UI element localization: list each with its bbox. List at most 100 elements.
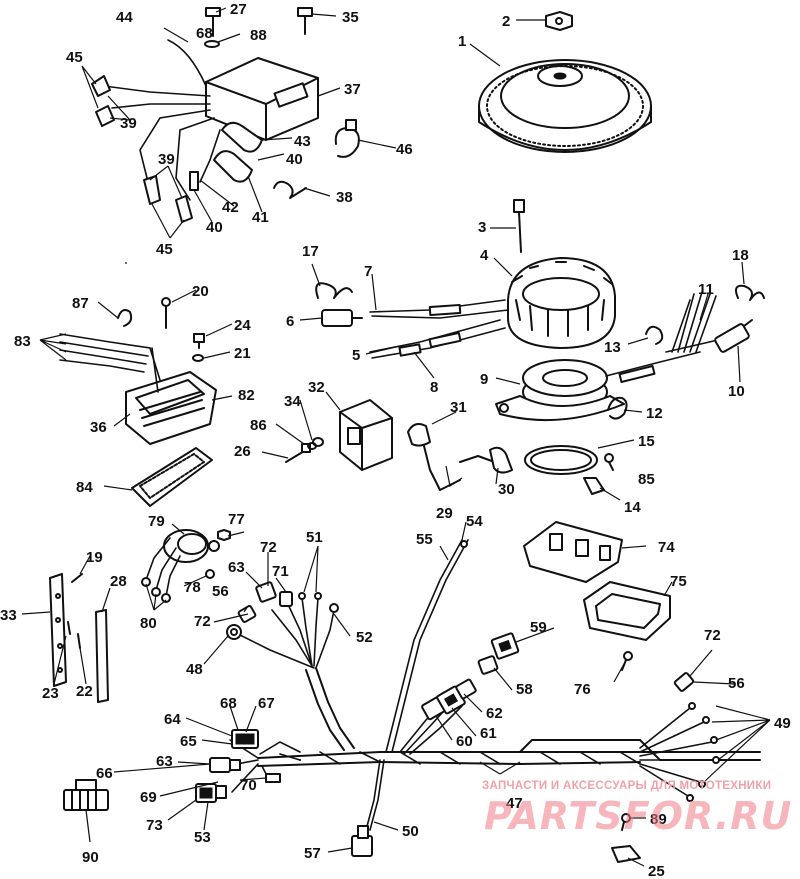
callout-25: 25 xyxy=(648,863,665,879)
callout-87: 87 xyxy=(72,295,89,312)
callout-23: 23 xyxy=(42,685,59,702)
callout-56b: 56 xyxy=(728,675,745,692)
connector-62-part xyxy=(455,678,477,700)
clamp-46-part xyxy=(334,119,360,158)
callout-15: 15 xyxy=(638,433,655,450)
connector-63b-part xyxy=(209,757,241,773)
sender-90-part xyxy=(63,779,109,811)
ht-lead-30-part xyxy=(459,446,513,474)
callout-49: 49 xyxy=(774,715,791,732)
callout-37: 37 xyxy=(344,81,361,98)
terminal-52-part xyxy=(329,603,339,613)
callout-19: 19 xyxy=(86,549,103,566)
callout-74: 74 xyxy=(658,539,675,556)
clip-12-part xyxy=(607,396,628,420)
callout-36: 36 xyxy=(90,419,107,436)
clamp-25-part xyxy=(611,845,641,863)
upper-branch-part xyxy=(237,597,355,751)
callout-2: 2 xyxy=(502,13,510,30)
callout-59: 59 xyxy=(530,619,547,636)
callout-80: 80 xyxy=(140,615,157,632)
power-pack-part xyxy=(205,57,319,141)
callout-40a: 40 xyxy=(286,151,303,168)
callout-4: 4 xyxy=(480,247,489,264)
ring-terminal-48-part xyxy=(226,624,242,640)
callout-48: 48 xyxy=(186,661,203,678)
stator-leads xyxy=(369,299,509,359)
screw-26-part xyxy=(285,443,311,463)
callout-14: 14 xyxy=(624,499,641,516)
ht-lead-31-part xyxy=(407,423,461,491)
screw-89-part xyxy=(621,813,631,831)
callout-21: 21 xyxy=(234,345,251,362)
washer-34-part xyxy=(312,437,324,447)
rectifier-part xyxy=(125,371,217,445)
callout-55: 55 xyxy=(416,531,433,548)
branch-54-part xyxy=(385,539,469,753)
connector-73-part xyxy=(195,783,227,803)
callout-79: 79 xyxy=(148,513,165,530)
washer-21-part xyxy=(192,354,204,362)
spark-plug-leads xyxy=(91,75,193,223)
callout-72c: 72 xyxy=(704,627,721,644)
callout-88: 88 xyxy=(250,27,267,44)
callout-70: 70 xyxy=(240,777,257,794)
clip-13-part xyxy=(645,325,664,345)
screw-20-part xyxy=(161,297,171,329)
callout-32: 32 xyxy=(308,379,325,396)
callout-63a: 63 xyxy=(228,559,245,576)
callout-39a: 39 xyxy=(120,115,137,132)
terminal-42-part xyxy=(189,171,199,191)
callout-30: 30 xyxy=(498,481,515,498)
power-pack-wires xyxy=(103,39,221,201)
washer-88-part xyxy=(204,40,220,48)
callout-8: 8 xyxy=(430,379,438,396)
callout-54: 54 xyxy=(466,513,483,530)
timer-cable-part xyxy=(605,351,701,383)
stator-part xyxy=(507,257,616,349)
callout-76: 76 xyxy=(574,681,591,698)
callout-41: 41 xyxy=(252,209,269,226)
callout-57: 57 xyxy=(304,845,321,862)
callout-73: 73 xyxy=(146,817,163,834)
callout-68b: 68 xyxy=(196,25,213,42)
callout-39b: 39 xyxy=(158,151,175,168)
callout-42: 42 xyxy=(222,199,239,216)
screw-85-part xyxy=(604,453,614,471)
callout-28: 28 xyxy=(110,573,127,590)
screw-76-part xyxy=(621,651,633,671)
callout-86: 86 xyxy=(250,417,267,434)
callout-29: 29 xyxy=(436,505,453,522)
loom-11-part xyxy=(665,291,719,353)
retainer-ring-part xyxy=(524,445,598,475)
callout-6: 6 xyxy=(286,313,294,330)
callout-45a: 45 xyxy=(66,49,83,66)
terminal-strip-33-part xyxy=(49,573,67,687)
spring-clip-38-part xyxy=(273,180,307,199)
callout-34: 34 xyxy=(284,393,301,410)
connector-61-part xyxy=(436,685,466,715)
callout-50: 50 xyxy=(402,823,419,840)
callout-66: 66 xyxy=(96,765,113,782)
screw-35-part xyxy=(297,7,313,35)
nut-77-part xyxy=(217,529,231,541)
connector-71-part xyxy=(279,591,293,607)
callout-17: 17 xyxy=(302,243,319,260)
solenoid-79-part xyxy=(163,529,220,563)
connector-56b-part xyxy=(673,672,695,692)
leader-lines xyxy=(21,7,771,867)
callout-31: 31 xyxy=(450,399,467,416)
branch-49-wires xyxy=(639,702,720,802)
callout-13: 13 xyxy=(604,339,621,356)
callout-11: 11 xyxy=(698,281,714,298)
callout-52: 52 xyxy=(356,629,373,646)
ignition-coil-32-part xyxy=(339,399,393,471)
screw-23-part xyxy=(67,621,71,635)
callout-63b: 63 xyxy=(156,753,173,770)
connector-64-part xyxy=(231,729,259,749)
callout-89: 89 xyxy=(650,811,667,828)
gasket-84-part xyxy=(131,447,213,507)
callout-9: 9 xyxy=(480,371,488,388)
